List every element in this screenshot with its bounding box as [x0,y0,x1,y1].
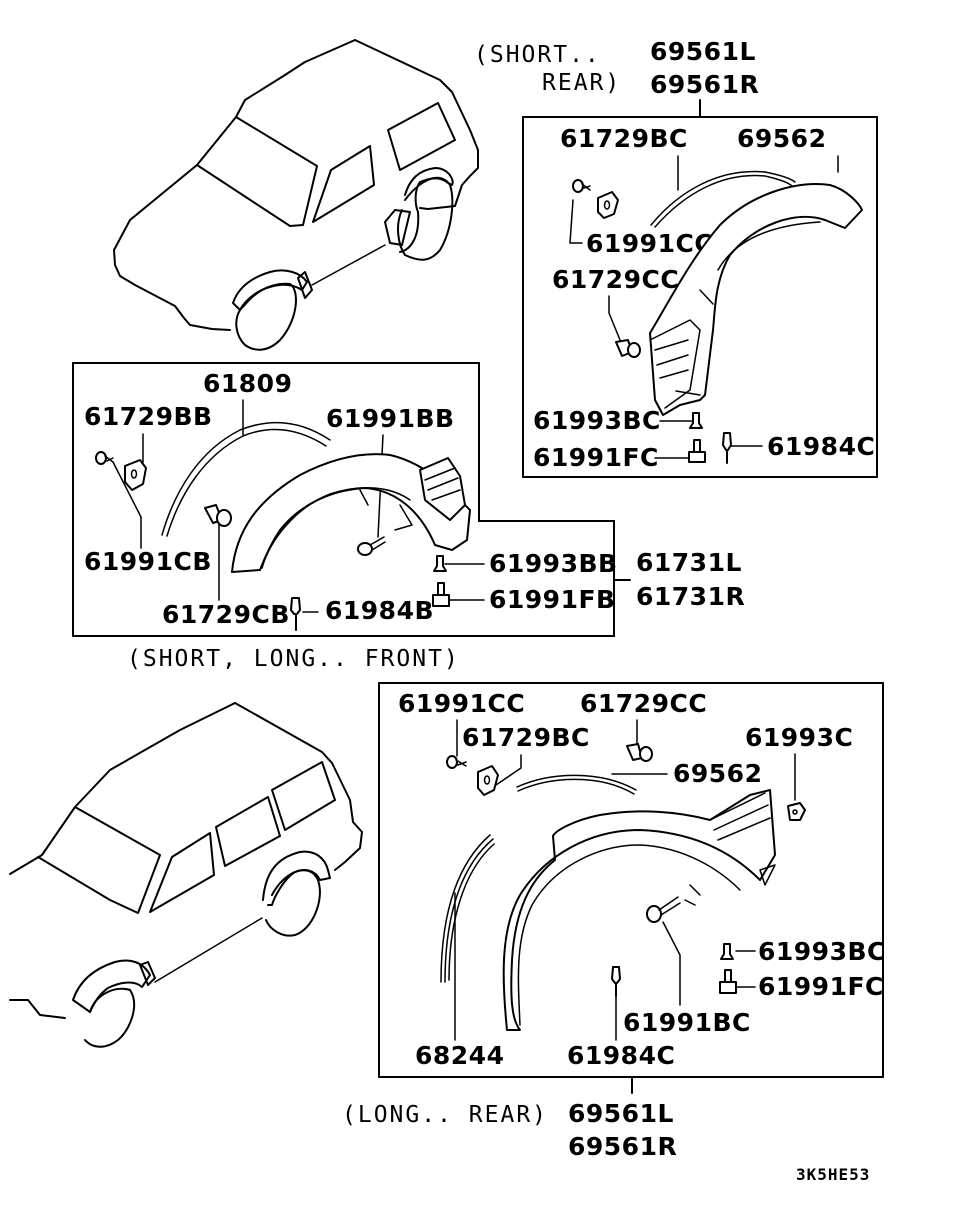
long-body-vehicle-illustration [9,702,363,1048]
part-label-61729BB: 61729BB [84,402,213,431]
clip-61729BC-icon [477,765,499,796]
grommet-61993BC-icon [720,943,734,960]
long-rear-section: (LONG.. REAR) 69561L 69561R 61991CC 6172… [342,682,886,1161]
screw-61991CB-icon [95,451,114,465]
part-label-61729BC: 61729BC [560,124,688,153]
screw-61991BB-icon [357,536,386,556]
part-label-61984C: 61984C [767,432,875,461]
part-label-61993BB: 61993BB [489,549,618,578]
part-label-61991CC: 61991CC [586,229,713,258]
screw-61991CC-icon [572,179,591,193]
bolt-61991FB-icon [432,582,450,607]
short-body-vehicle-illustration [113,39,479,351]
part-label-61729CC: 61729CC [552,265,679,294]
short-rear-note-line2: REAR) [542,70,621,96]
part-label-61729CB: 61729CB [162,600,290,629]
part-label-68244: 68244 [415,1041,504,1070]
moulding-69562-strip [516,774,637,791]
part-label-61984B: 61984B [325,596,434,625]
part-label-61993BC: 61993BC [758,937,886,966]
moulding-69562-strip [650,170,796,226]
part-label-61991CC: 61991CC [398,689,525,718]
fender-flare-long-rear [502,789,776,1031]
front-note: (SHORT, LONG.. FRONT) [127,646,460,672]
fender-flare-front [231,453,471,573]
fastener-61729CC-icon [626,743,653,762]
grommet-61993BC-icon [689,412,703,429]
front-parts-frame [72,362,615,637]
part-label-61991FC: 61991FC [758,972,884,1001]
part-label-61991BC: 61991BC [623,1008,751,1037]
part-label-61991FB: 61991FB [489,585,616,614]
long-rear-assembly-left-label: 69561L [568,1099,674,1128]
short-rear-section: (SHORT.. REAR) 69561L 69561R 61729BC 695… [474,37,878,478]
part-label-69562: 69562 [737,124,826,153]
part-label-61993BC: 61993BC [533,406,661,435]
clip-61729BB-icon [124,459,147,491]
part-label-61993C: 61993C [745,723,853,752]
rivet-61984C-icon [722,432,732,464]
fastener-61729CB-icon [204,504,232,527]
short-rear-note-line1: (SHORT.. [474,42,601,68]
short-rear-assembly-right-label: 69561R [650,70,759,99]
grommet-61993BB-icon [433,555,447,572]
part-label-61729CC: 61729CC [580,689,707,718]
screw-61991BC-icon [646,896,681,923]
part-label-61991FC: 61991FC [533,443,659,472]
screw-61991CC-icon [446,755,467,769]
rivet-61984C-icon [611,966,621,997]
fender-flare-short-rear [649,183,863,416]
clip-61729BC-icon [597,191,619,219]
short-rear-assembly-left-label: 69561L [650,37,756,66]
part-label-61991BB: 61991BB [326,404,455,433]
bolt-61991FC-icon [688,439,706,463]
long-rear-assembly-right-label: 69561R [568,1132,677,1161]
front-assembly-left-label: 61731L [636,548,742,577]
front-assembly-right-label: 61731R [636,582,745,611]
part-label-61984C: 61984C [567,1041,675,1070]
front-section: (SHORT, LONG.. FRONT) 61731L 61731R 6180… [72,362,745,672]
nut-61993C-icon [787,802,806,821]
part-label-61729BC: 61729BC [462,723,590,752]
moulding-61809-strip [161,421,331,536]
part-label-61991CB: 61991CB [84,547,212,576]
part-label-69562: 69562 [673,759,762,788]
short-rear-parts-frame [522,116,878,478]
part-label-61809: 61809 [203,369,292,398]
long-rear-note: (LONG.. REAR) [342,1102,548,1128]
seal-68244-strip [440,834,495,983]
rivet-61984B-icon [290,597,301,631]
drawing-code: 3K5HE53 [796,1165,870,1184]
fastener-61729CC-icon [615,339,641,358]
bolt-61991FC-icon [719,969,737,994]
